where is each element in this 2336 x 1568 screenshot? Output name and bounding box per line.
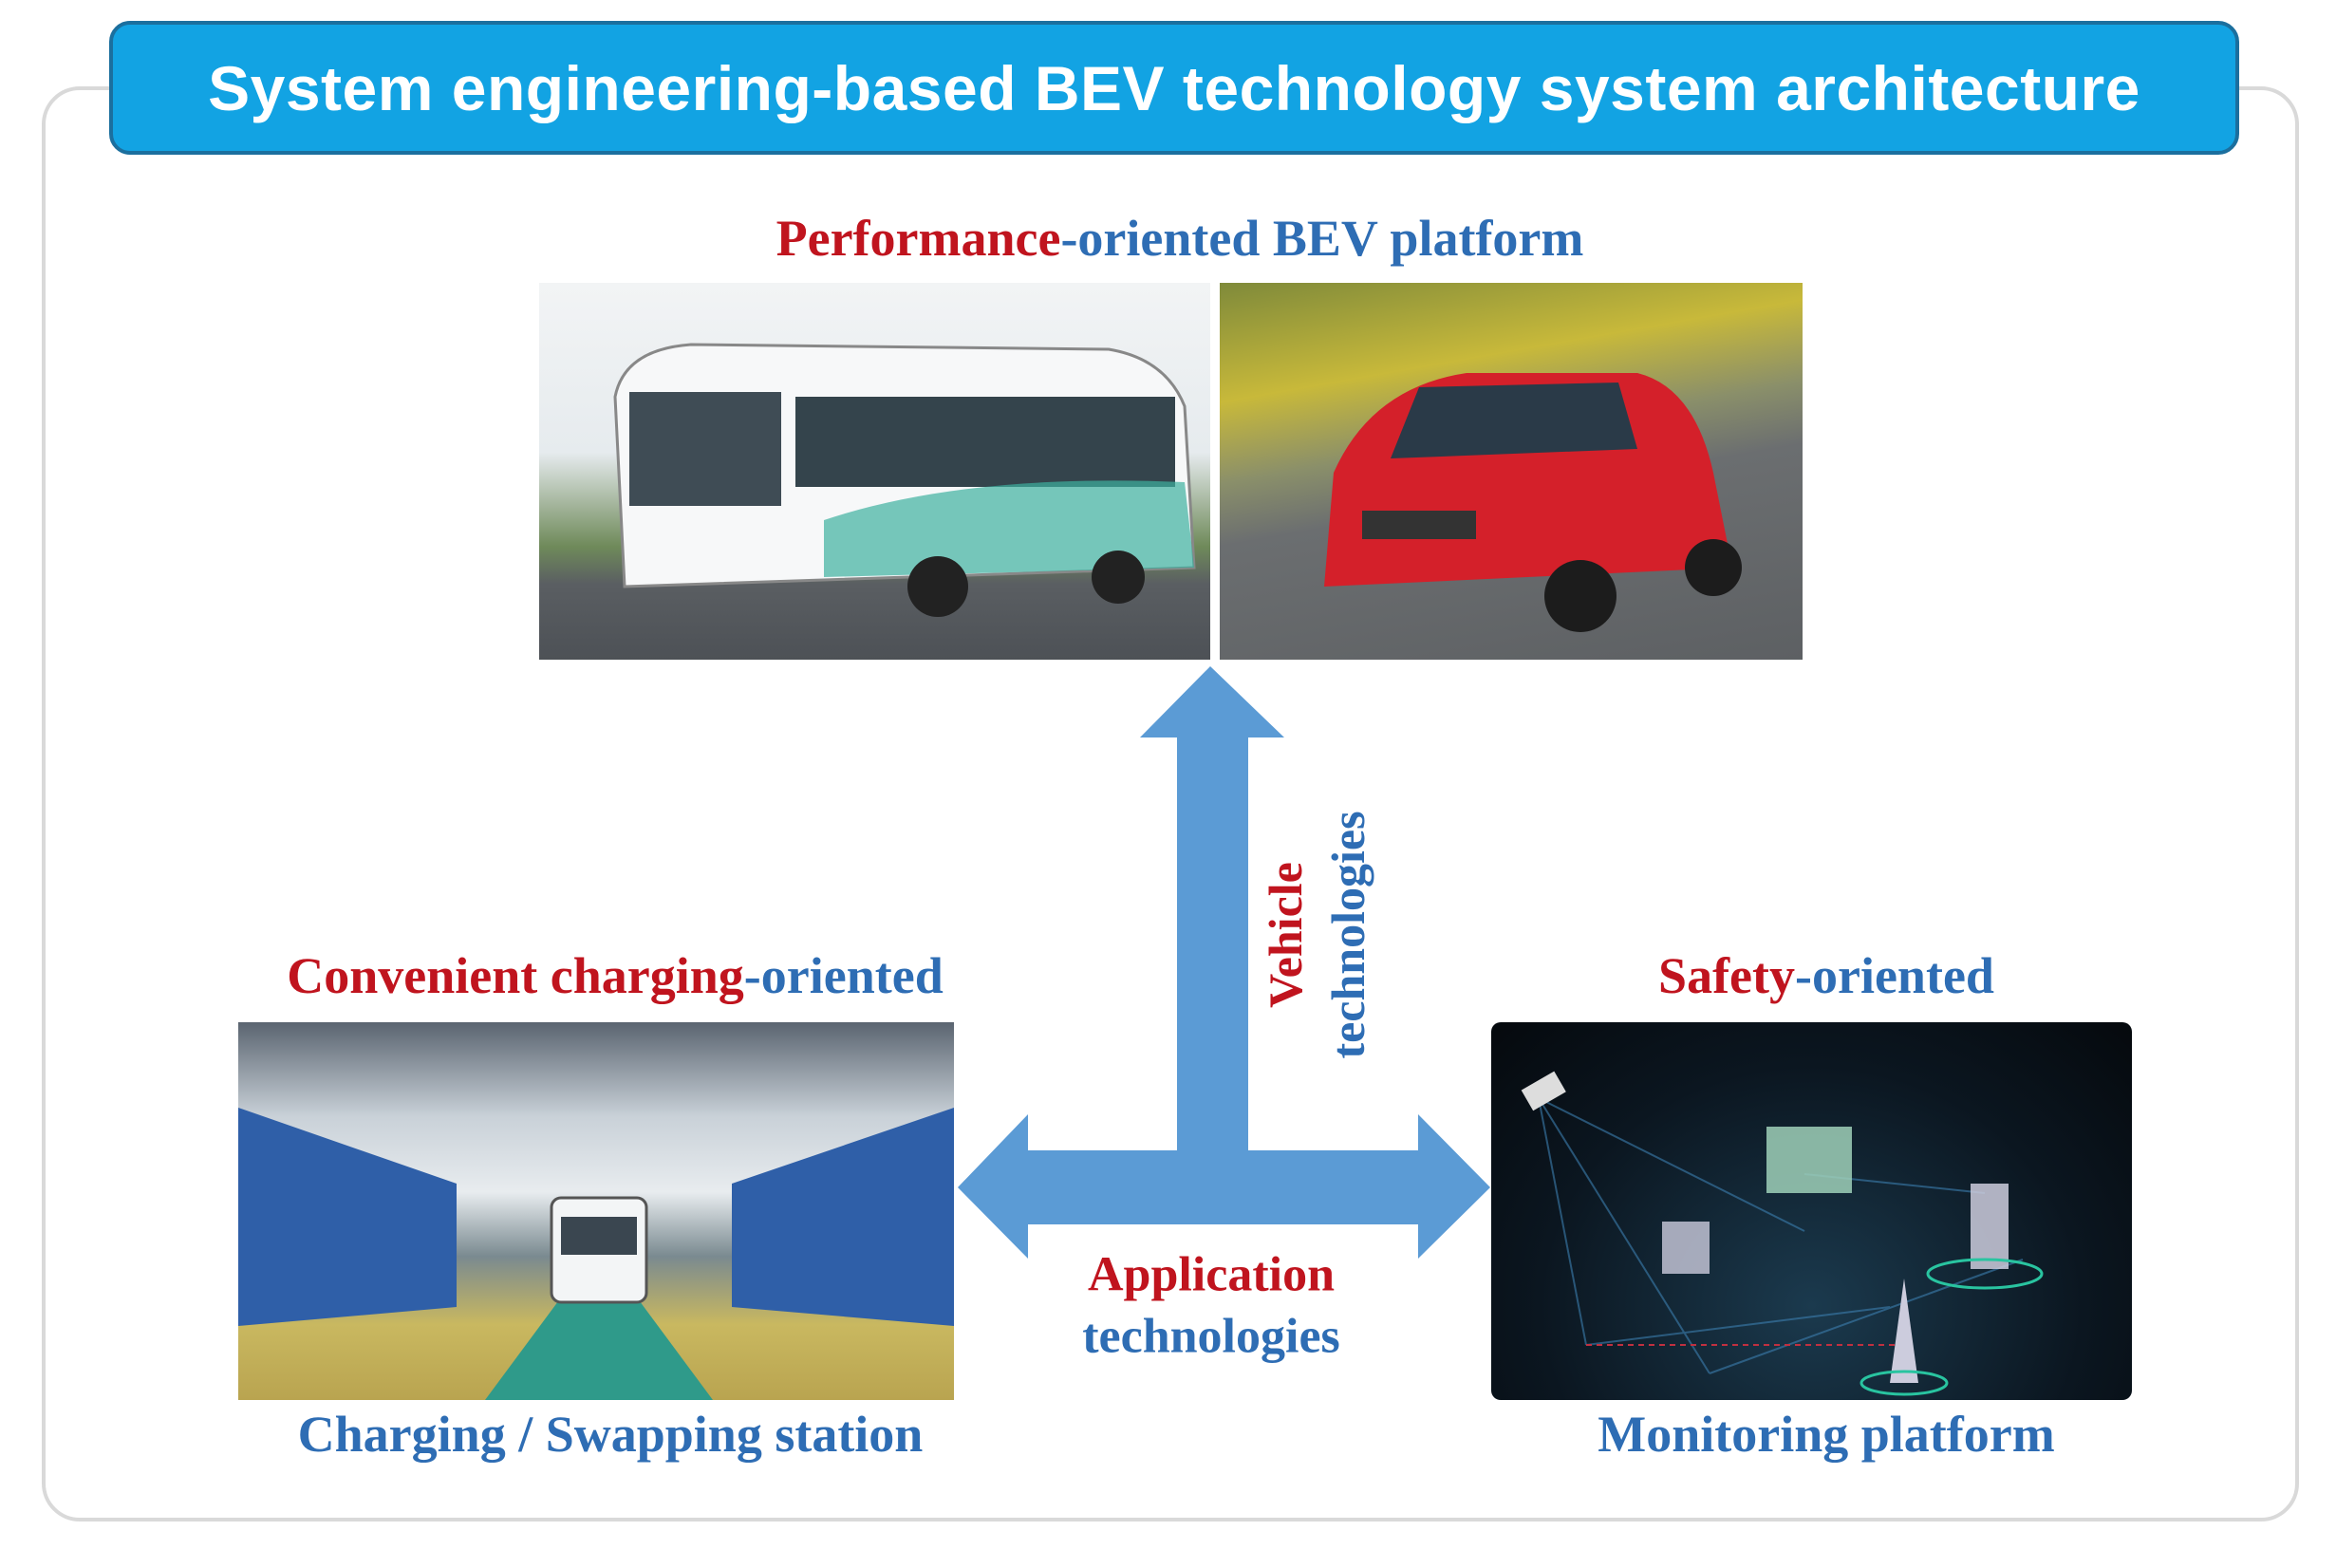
right-heading-highlight: Safety — [1658, 947, 1796, 1004]
charging-station-caption: Charging / Swapping station — [297, 1406, 924, 1463]
horizontal-arrow — [958, 1114, 1490, 1259]
title-banner: System engineering-based BEV technology … — [109, 21, 2239, 155]
left-heading-highlight: Convenient charging — [287, 947, 744, 1004]
top-heading-rest: -oriented BEV platform — [1060, 210, 1584, 267]
vehicle-technologies-label: technologies — [1321, 811, 1374, 1059]
monitoring-illustration — [1521, 1071, 2044, 1396]
car-illustration — [1324, 373, 1742, 632]
top-heading-highlight: Performance — [776, 210, 1061, 267]
right-heading: Safety-oriented — [1658, 946, 1994, 1005]
diagram-title: System engineering-based BEV technology … — [208, 52, 2140, 123]
left-heading: Convenient charging-oriented — [287, 946, 943, 1005]
vertical-arrow — [1140, 666, 1284, 1150]
monitoring-platform-photo — [1491, 1022, 2132, 1400]
bus-photo — [539, 283, 1210, 660]
application-technologies-label: technologies — [1082, 1309, 1340, 1364]
top-heading: Performance-oriented BEV platform — [776, 209, 1584, 268]
vehicle-label: Vehicle — [1259, 862, 1312, 1008]
car-photo — [1220, 283, 1803, 660]
right-heading-rest: -oriented — [1795, 947, 1994, 1004]
charging-station-photo — [238, 1022, 954, 1400]
monitoring-platform-caption: Monitoring platform — [1598, 1406, 2055, 1463]
charging-station-illustration — [238, 1108, 954, 1400]
left-heading-rest: -oriented — [743, 947, 944, 1004]
application-label: Application — [1087, 1247, 1336, 1302]
bus-illustration — [613, 343, 1196, 617]
